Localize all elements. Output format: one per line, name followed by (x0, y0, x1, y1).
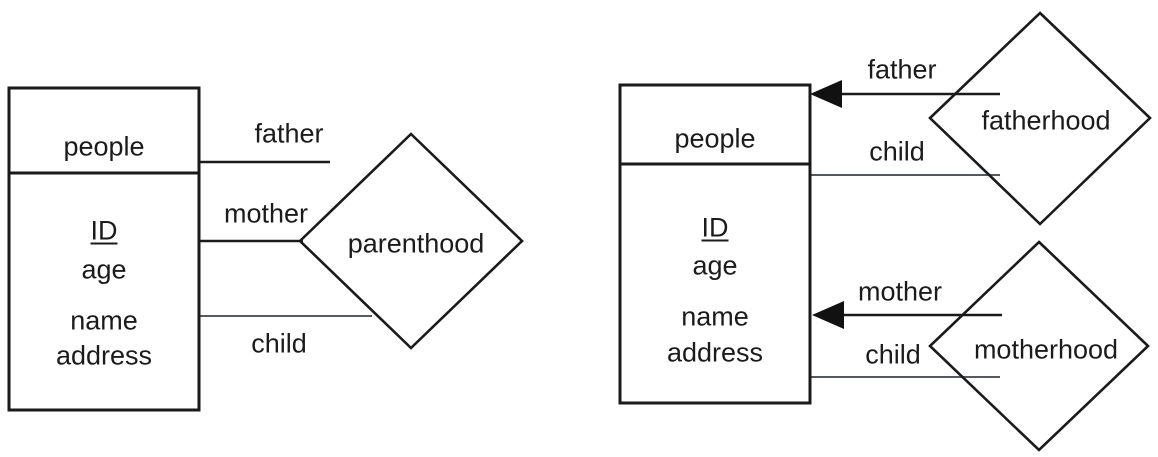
right-arrowhead-father (810, 80, 842, 108)
left-role-label-father: father (254, 118, 324, 149)
right-relationship-diamond-motherhood (928, 240, 1150, 452)
left-role-label-mother: mother (223, 198, 309, 229)
right-entity-name: people (674, 123, 756, 154)
right-attribute-age: age (692, 250, 738, 281)
left-attribute-id: ID (90, 215, 118, 246)
left-relationship-label-parenthood: parenthood (347, 228, 485, 259)
right-relationship-diamond-fatherhood (928, 11, 1152, 226)
left-entity-name: people (63, 131, 145, 162)
left-attribute-name: name (70, 305, 138, 336)
right-arrowhead-mother (812, 301, 844, 329)
left-relationship-diamond-parenthood (298, 132, 524, 350)
right-role-label-mother: mother (857, 276, 943, 307)
right-relationship-label-fatherhood: fatherhood (981, 105, 1111, 136)
left-attribute-age: age (81, 254, 127, 285)
left-entity-box (7, 86, 201, 412)
right-relationship-label-motherhood: motherhood (973, 334, 1119, 365)
right-entity-box (618, 83, 812, 405)
right-role-label-father: father (867, 54, 937, 85)
right-attribute-address: address (666, 337, 764, 368)
left-role-label-child: child (251, 328, 307, 359)
left-attribute-address: address (55, 340, 153, 371)
right-attribute-name: name (681, 301, 749, 332)
right-role-label-child-fatherhood: child (869, 136, 925, 167)
right-variant-group (618, 11, 1152, 452)
left-variant-group (7, 86, 524, 412)
right-role-label-child-motherhood: child (865, 339, 921, 370)
right-attribute-id: ID (701, 212, 729, 243)
